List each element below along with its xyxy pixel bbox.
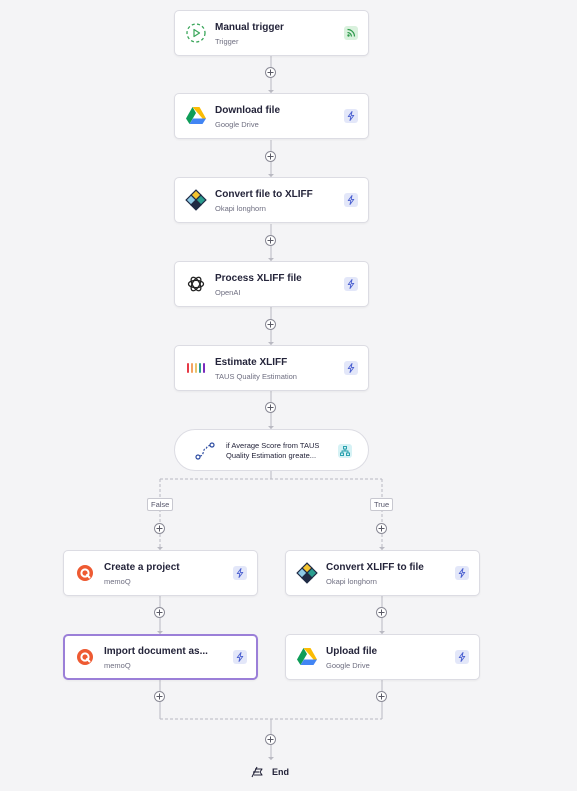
- memoq-icon: [74, 562, 96, 584]
- node-subtitle: Trigger: [215, 37, 239, 46]
- node-title: Estimate XLIFF: [215, 357, 288, 368]
- plus-icon: [156, 525, 163, 532]
- end-marker: End: [250, 764, 289, 780]
- node-subtitle: memoQ: [104, 577, 131, 586]
- add-step-button[interactable]: [265, 151, 276, 162]
- node-subtitle: Google Drive: [326, 661, 370, 670]
- node-title: Manual trigger: [215, 22, 284, 33]
- node-download-file[interactable]: Download file Google Drive: [174, 93, 369, 139]
- node-title: Import document as...: [104, 646, 208, 657]
- plus-icon: [378, 609, 385, 616]
- branch-route-icon: [195, 441, 215, 461]
- add-step-button[interactable]: [376, 523, 387, 534]
- plus-icon: [156, 693, 163, 700]
- node-subtitle: memoQ: [104, 661, 131, 670]
- branch-label-true: True: [370, 498, 394, 511]
- node-convert-file-to-xliff[interactable]: Convert file to XLIFF Okapi longhorn: [174, 177, 369, 223]
- node-estimate-xliff[interactable]: Estimate XLIFF TAUS Quality Estimation: [174, 345, 369, 391]
- add-step-button[interactable]: [265, 402, 276, 413]
- node-create-a-project[interactable]: Create a project memoQ: [63, 550, 258, 596]
- add-step-button[interactable]: [154, 691, 165, 702]
- add-step-button[interactable]: [154, 607, 165, 618]
- add-step-button[interactable]: [265, 319, 276, 330]
- node-title: Process XLIFF file: [215, 273, 302, 284]
- condition-node[interactable]: if Average Score from TAUS Quality Estim…: [174, 429, 369, 471]
- openai-icon: [185, 273, 207, 295]
- google-drive-icon: [296, 646, 318, 668]
- taus-icon: [185, 357, 207, 379]
- plus-icon: [378, 525, 385, 532]
- node-subtitle: Google Drive: [215, 120, 259, 129]
- trigger-signal-icon: [344, 26, 358, 40]
- node-subtitle: OpenAI: [215, 288, 241, 297]
- add-step-button[interactable]: [376, 691, 387, 702]
- add-step-button[interactable]: [265, 67, 276, 78]
- node-subtitle: TAUS Quality Estimation: [215, 372, 297, 381]
- branch-label-false: False: [147, 498, 174, 511]
- node-convert-xliff-to-file[interactable]: Convert XLIFF to file Okapi longhorn: [285, 550, 480, 596]
- plus-icon: [267, 321, 274, 328]
- action-bolt-icon: [344, 277, 358, 291]
- end-label: End: [272, 767, 289, 777]
- action-bolt-icon: [344, 193, 358, 207]
- plus-icon: [267, 69, 274, 76]
- plus-icon: [267, 153, 274, 160]
- plus-icon: [267, 736, 274, 743]
- action-bolt-icon: [233, 566, 247, 580]
- google-drive-icon: [185, 105, 207, 127]
- plus-icon: [156, 609, 163, 616]
- node-manual-trigger[interactable]: Manual trigger Trigger: [174, 10, 369, 56]
- node-title: Upload file: [326, 646, 378, 657]
- memoq-icon: [74, 646, 96, 668]
- end-flag-icon: [251, 766, 263, 778]
- action-bolt-icon: [455, 650, 469, 664]
- plus-icon: [267, 237, 274, 244]
- condition-text: if Average Score from TAUS Quality Estim…: [226, 441, 320, 460]
- node-title: Download file: [215, 105, 280, 116]
- add-step-button[interactable]: [376, 607, 387, 618]
- manual-trigger-icon: [185, 22, 207, 44]
- action-bolt-icon: [344, 109, 358, 123]
- add-step-button[interactable]: [154, 523, 165, 534]
- node-subtitle: Okapi longhorn: [215, 204, 266, 213]
- action-bolt-icon: [233, 650, 247, 664]
- condition-tree-icon: [338, 444, 352, 458]
- node-subtitle: Okapi longhorn: [326, 577, 377, 586]
- action-bolt-icon: [344, 361, 358, 375]
- node-process-xliff-file[interactable]: Process XLIFF file OpenAI: [174, 261, 369, 307]
- node-title: Convert file to XLIFF: [215, 189, 313, 200]
- add-step-button[interactable]: [265, 734, 276, 745]
- add-step-button[interactable]: [265, 235, 276, 246]
- action-bolt-icon: [455, 566, 469, 580]
- node-title: Convert XLIFF to file: [326, 562, 424, 573]
- plus-icon: [378, 693, 385, 700]
- node-import-document[interactable]: Import document as... memoQ: [63, 634, 258, 680]
- plus-icon: [267, 404, 274, 411]
- node-upload-file[interactable]: Upload file Google Drive: [285, 634, 480, 680]
- node-title: Create a project: [104, 562, 180, 573]
- okapi-longhorn-icon: [296, 562, 318, 584]
- okapi-longhorn-icon: [185, 189, 207, 211]
